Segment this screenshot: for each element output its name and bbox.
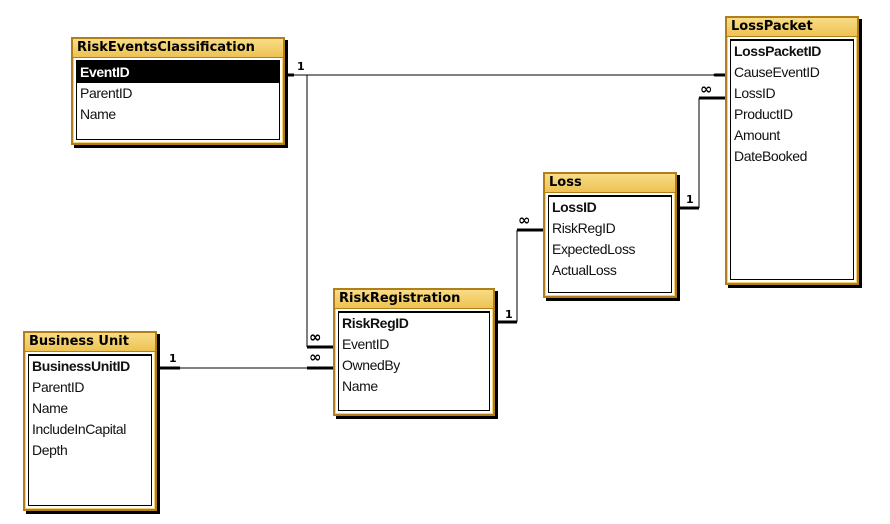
field-list: BusinessUnitID ParentID Name IncludeInCa… bbox=[28, 354, 152, 506]
field-name[interactable]: Name bbox=[342, 378, 378, 394]
rel-one-label: 1 bbox=[169, 352, 177, 365]
field-loss-id[interactable]: LossID bbox=[734, 85, 776, 101]
table-title[interactable]: RiskRegistration bbox=[335, 290, 493, 309]
field-name[interactable]: Name bbox=[32, 400, 68, 416]
field-depth[interactable]: Depth bbox=[32, 442, 68, 458]
table-risk-registration[interactable]: RiskRegistration RiskRegID EventID Owned… bbox=[333, 288, 495, 416]
field-event-id[interactable]: EventID bbox=[77, 62, 279, 83]
rel-many-label: ∞ bbox=[309, 328, 322, 346]
field-risk-reg-id[interactable]: RiskRegID bbox=[342, 315, 409, 331]
field-expected-loss[interactable]: ExpectedLoss bbox=[552, 241, 636, 257]
field-actual-loss[interactable]: ActualLoss bbox=[552, 262, 617, 278]
field-list: LossPacketID CauseEventID LossID Product… bbox=[730, 39, 854, 280]
field-list: RiskRegID EventID OwnedBy Name bbox=[338, 311, 490, 411]
field-amount[interactable]: Amount bbox=[734, 127, 780, 143]
rel-events-losspacket[interactable]: 1 bbox=[283, 60, 725, 77]
rel-one-label: 1 bbox=[505, 308, 513, 321]
rel-many-label: ∞ bbox=[518, 211, 531, 229]
field-event-id[interactable]: EventID bbox=[342, 336, 389, 352]
field-business-unit-id[interactable]: BusinessUnitID bbox=[32, 358, 130, 374]
rel-one-label: 1 bbox=[686, 193, 694, 206]
table-title[interactable]: Loss bbox=[545, 174, 675, 193]
field-loss-id[interactable]: LossID bbox=[552, 199, 597, 215]
field-include-in-capital[interactable]: IncludeInCapital bbox=[32, 421, 126, 437]
table-loss-packet[interactable]: LossPacket LossPacketID CauseEventID Los… bbox=[725, 16, 859, 285]
field-list: EventID ParentID Name bbox=[76, 60, 280, 140]
rel-many-label: ∞ bbox=[700, 80, 713, 98]
rel-events-riskreg[interactable]: ∞ bbox=[294, 74, 333, 349]
rel-businessunit-riskreg[interactable]: 1 ∞ bbox=[155, 348, 333, 370]
table-risk-events-classification[interactable]: RiskEventsClassification EventID ParentI… bbox=[71, 37, 285, 145]
table-business-unit[interactable]: Business Unit BusinessUnitID ParentID Na… bbox=[23, 331, 157, 511]
field-product-id[interactable]: ProductID bbox=[734, 106, 793, 122]
table-title[interactable]: LossPacket bbox=[727, 18, 857, 37]
table-title[interactable]: Business Unit bbox=[25, 333, 155, 352]
rel-many-label: ∞ bbox=[309, 328, 322, 346]
field-list: LossID RiskRegID ExpectedLoss ActualLoss bbox=[548, 195, 672, 293]
rel-loss-losspacket[interactable]: 1 ∞ bbox=[676, 80, 725, 210]
field-owned-by[interactable]: OwnedBy bbox=[342, 357, 400, 373]
field-risk-reg-id[interactable]: RiskRegID bbox=[552, 220, 616, 236]
field-loss-packet-id[interactable]: LossPacketID bbox=[734, 43, 822, 59]
field-cause-event-id[interactable]: CauseEventID bbox=[734, 64, 820, 80]
connector-dot bbox=[713, 73, 717, 77]
field-name[interactable]: Name bbox=[80, 106, 116, 122]
rel-one-label: 1 bbox=[297, 60, 305, 73]
field-date-booked[interactable]: DateBooked bbox=[734, 148, 808, 164]
table-loss[interactable]: Loss LossID RiskRegID ExpectedLoss Actua… bbox=[543, 172, 677, 298]
table-title[interactable]: RiskEventsClassification bbox=[73, 39, 283, 58]
rel-riskreg-loss[interactable]: 1 ∞ bbox=[494, 211, 543, 324]
field-parent-id[interactable]: ParentID bbox=[32, 379, 85, 395]
field-parent-id[interactable]: ParentID bbox=[80, 85, 133, 101]
rel-many-label: ∞ bbox=[309, 348, 322, 366]
